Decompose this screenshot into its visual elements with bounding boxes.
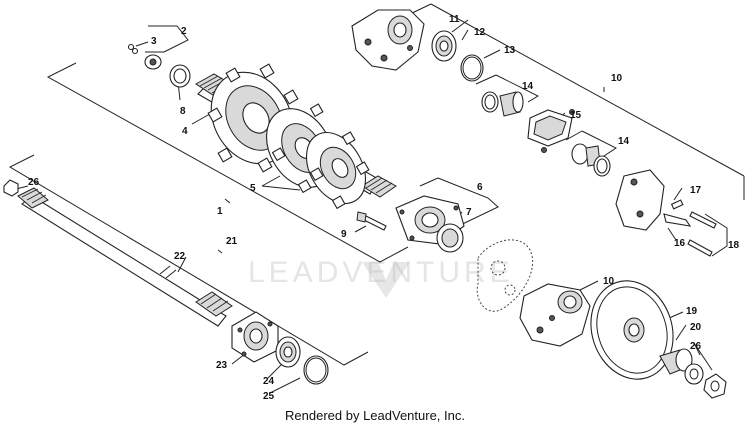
callout-10-lower: 10 bbox=[603, 276, 615, 287]
callout-19: 19 bbox=[686, 306, 698, 317]
watermark-logo bbox=[362, 262, 410, 298]
callout-7: 7 bbox=[466, 207, 472, 218]
bracket-lines bbox=[8, 3, 745, 366]
part-2-3-bushing bbox=[127, 43, 162, 70]
callout-11: 11 bbox=[449, 14, 460, 25]
callout-2: 2 bbox=[181, 26, 187, 37]
part-14-bearing-set-lower bbox=[571, 143, 611, 177]
part-21-jackshaft bbox=[17, 187, 233, 327]
part-7-seal bbox=[436, 223, 464, 253]
part-11-bearing bbox=[431, 30, 457, 62]
callout-9: 9 bbox=[341, 229, 347, 240]
part-24-bearing bbox=[275, 336, 301, 368]
callout-6: 6 bbox=[477, 182, 483, 193]
callout-23: 23 bbox=[216, 360, 228, 371]
part-18-bolts bbox=[687, 211, 717, 257]
callout-21: 21 bbox=[226, 236, 238, 247]
part-19-brake-disc bbox=[590, 280, 674, 380]
part-25-oring bbox=[303, 355, 329, 385]
callout-16: 16 bbox=[674, 238, 686, 249]
part-16-tensioner-block bbox=[615, 169, 692, 231]
callout-12: 12 bbox=[474, 27, 486, 38]
callout-4: 4 bbox=[182, 126, 188, 137]
callout-3: 3 bbox=[151, 36, 157, 47]
callout-26-right: 26 bbox=[690, 341, 702, 352]
part-9-bolt bbox=[356, 211, 387, 231]
part-26-nut-left bbox=[3, 179, 19, 197]
callout-14-upper: 14 bbox=[522, 81, 534, 92]
part-10-housing-lower bbox=[519, 283, 591, 347]
callout-10-upper: 10 bbox=[611, 73, 623, 84]
callout-labels: 2 3 8 4 5 1 6 7 9 11 12 13 10 14 15 14 1… bbox=[28, 14, 740, 402]
callout-20: 20 bbox=[690, 322, 702, 333]
callout-25: 25 bbox=[263, 391, 275, 402]
part-10-housing-upper bbox=[351, 9, 425, 71]
callout-22: 22 bbox=[174, 251, 186, 262]
callout-18: 18 bbox=[728, 240, 740, 251]
part-20-bushing bbox=[659, 348, 693, 375]
part-26-nuts-right bbox=[684, 363, 727, 399]
callout-14-lower: 14 bbox=[618, 136, 630, 147]
part-23-flange bbox=[231, 311, 279, 363]
part-14-bearing-set-upper bbox=[481, 91, 524, 117]
callout-24: 24 bbox=[263, 376, 275, 387]
part-15-plate bbox=[527, 109, 575, 153]
callout-15: 15 bbox=[570, 110, 582, 121]
callout-8: 8 bbox=[180, 106, 186, 117]
callout-1: 1 bbox=[217, 206, 223, 217]
part-13-oring bbox=[460, 54, 484, 82]
drive-shaft-assembly bbox=[195, 63, 397, 210]
footer-credit: Rendered by LeadVenture, Inc. bbox=[285, 408, 465, 423]
part-8-bearing bbox=[169, 64, 191, 88]
part-17-pin bbox=[670, 199, 684, 210]
callout-5: 5 bbox=[250, 183, 256, 194]
callout-17: 17 bbox=[690, 185, 702, 196]
callout-13: 13 bbox=[504, 45, 516, 56]
chaincase-outline bbox=[476, 239, 534, 312]
callout-26-left: 26 bbox=[28, 177, 40, 188]
